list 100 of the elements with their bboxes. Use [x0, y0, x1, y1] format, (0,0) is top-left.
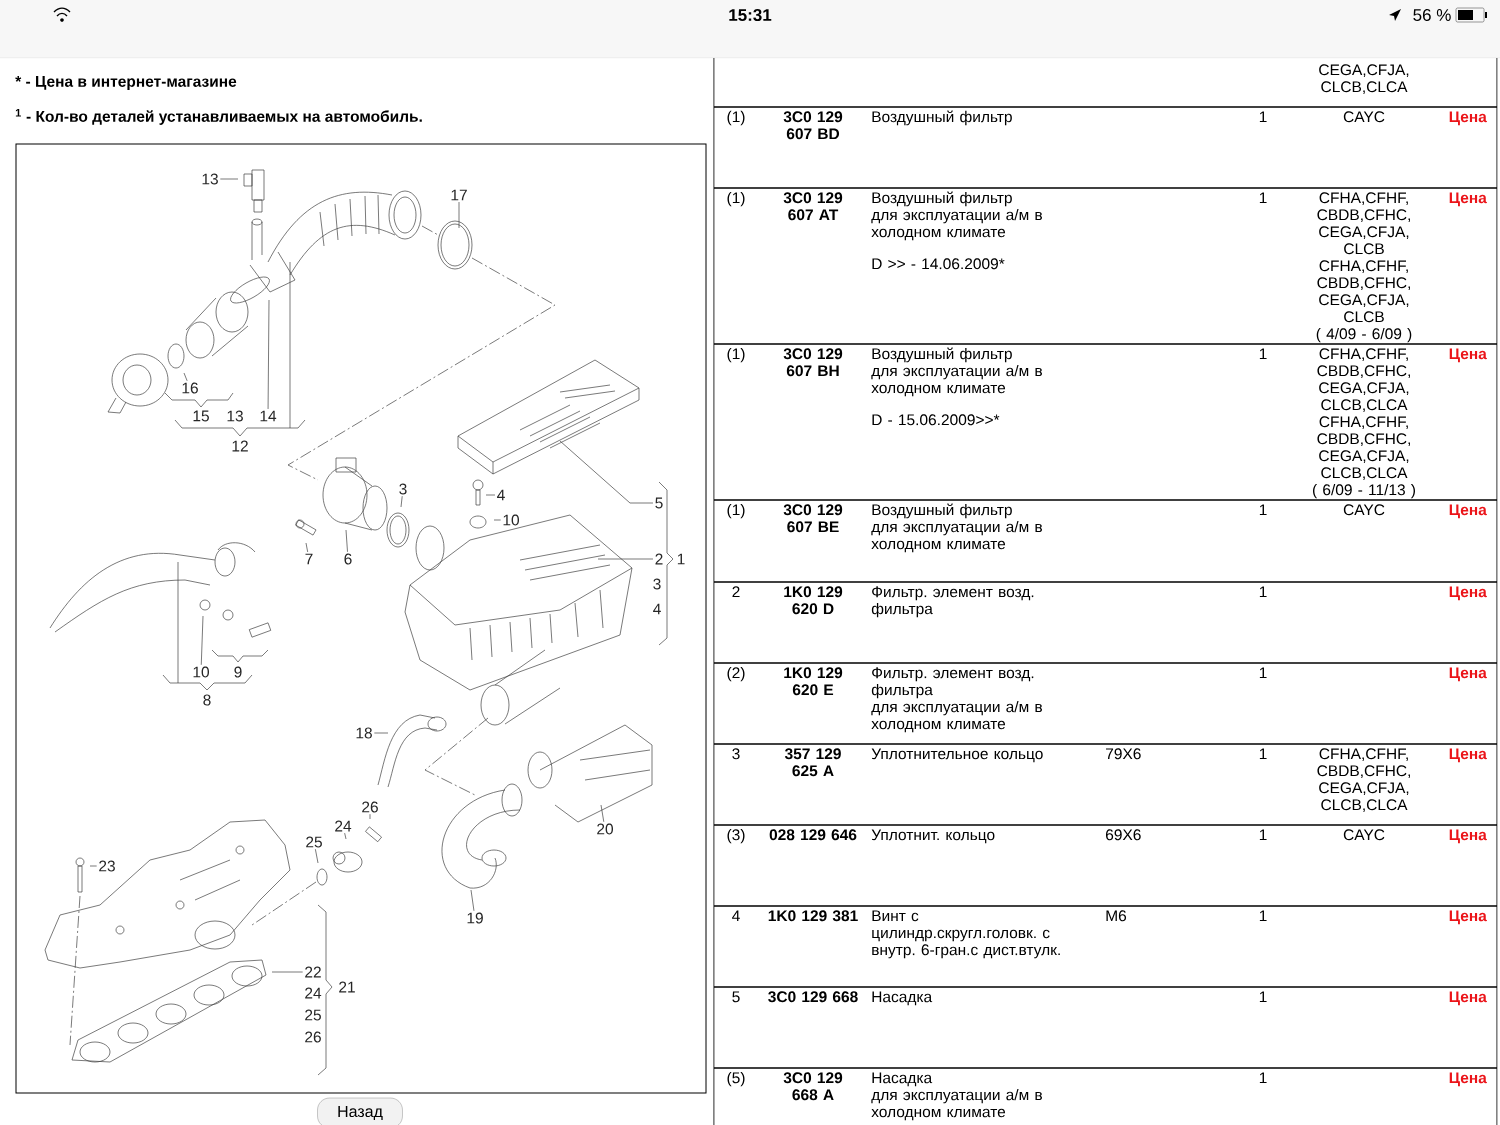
callout-number: 10	[503, 514, 519, 526]
part-description: для эксплуатации а/м в холодном климате	[871, 1088, 1042, 1121]
part-description: Уплотнительное кольцо	[871, 748, 1043, 763]
back-button: Назад	[317, 1097, 403, 1125]
callout-number: 26	[362, 801, 378, 813]
callout-number: 18	[356, 727, 372, 739]
leader-line	[493, 519, 502, 521]
part-description: Воздушный фильтр	[872, 191, 1012, 207]
callout-number: 16	[182, 382, 198, 394]
position-number: (1)	[727, 191, 745, 207]
engine-codes: CAYC	[1343, 111, 1385, 123]
position-number: 3	[732, 748, 740, 760]
quantity: 1	[1259, 348, 1267, 360]
part-description: D >> - 14.06.2009*	[872, 258, 1005, 270]
part-description: Насадка	[872, 991, 933, 1006]
price-link: Цена	[1449, 192, 1487, 207]
callout-number: 13	[202, 173, 218, 185]
callout-number: 21	[339, 981, 355, 993]
callout-number: 25	[306, 836, 322, 848]
leader-line	[219, 178, 239, 180]
leader-line	[345, 529, 348, 553]
quantity: 1	[1259, 829, 1267, 841]
price-link: Цена	[1449, 586, 1487, 601]
price-link: Цена	[1449, 1072, 1487, 1087]
price-link: Цена	[1449, 667, 1487, 682]
callout-number: 12	[232, 440, 248, 452]
leader-line	[271, 971, 304, 973]
leader-line	[200, 615, 204, 666]
quantity: 1	[1259, 667, 1267, 679]
part-description: Фильтр. элемент возд. фильтра	[871, 586, 1034, 618]
leader-line	[305, 542, 309, 553]
part-number: 3C0 129 607 BH	[783, 348, 843, 377]
part-description: для эксплуатации а/м в холодном климате	[871, 364, 1042, 397]
position-number: (3)	[727, 828, 745, 844]
position-number: 4	[732, 910, 740, 922]
price-link: Цена	[1449, 991, 1487, 1006]
position-number: 2	[732, 586, 740, 598]
quantity: 1	[1259, 192, 1267, 204]
engine-codes: CFHA,CFHF, CBDB,CFHC, CEGA,CFJA, CLCB,CLCA	[1317, 748, 1410, 813]
part-number: 3C0 129 607 AT	[783, 192, 843, 221]
part-number: 3C0 129 607 BE	[783, 504, 843, 533]
part-number: 1K0 129 620 E	[784, 667, 843, 696]
leader-line	[89, 865, 98, 867]
callout-number: 8	[203, 694, 211, 706]
position-number: (1)	[727, 110, 745, 126]
part-number: 1K0 129 381	[768, 910, 858, 922]
part-number: 3C0 129 607 BD	[783, 111, 843, 140]
part-description: для эксплуатации а/м в холодном климате	[871, 700, 1042, 733]
part-description: D - 15.06.2009>>*	[872, 414, 1000, 426]
leader-line	[597, 558, 654, 560]
part-number: 1K0 129 620 D	[784, 586, 843, 615]
price-link: Цена	[1449, 910, 1487, 925]
price-link: Цена	[1449, 348, 1487, 363]
callout-number: 10	[193, 666, 209, 678]
engine-codes: CAYC	[1343, 829, 1385, 841]
price-link: Цена	[1449, 111, 1487, 126]
callout-number: 24	[305, 987, 322, 999]
footnote: * - Цена в интернет-магазине	[15, 76, 237, 90]
leader-line	[600, 804, 605, 823]
leader-line	[344, 832, 347, 840]
callout-number: 3	[399, 483, 407, 495]
position-number: (1)	[727, 503, 745, 519]
price-link: Цена	[1449, 748, 1487, 763]
leader-line	[373, 732, 389, 734]
leader-line	[315, 848, 319, 864]
part-description: Воздушный фильтр	[872, 110, 1012, 126]
callout-number: 24	[335, 820, 352, 832]
callout-number: 15	[193, 410, 209, 422]
engine-codes: CEGA,CFJA, CLCB,CLCA	[1319, 64, 1409, 95]
callout-number: 13	[227, 410, 243, 422]
position-number: 5	[732, 991, 740, 1003]
engine-codes: CAYC	[1343, 504, 1385, 516]
quantity: 1	[1259, 748, 1267, 760]
leader-line	[369, 813, 371, 820]
callout-number: 9	[234, 666, 242, 678]
callout-number: 4	[497, 489, 505, 501]
battery-percent: 56 %	[1413, 9, 1451, 22]
callout-number: 22	[305, 966, 321, 978]
callout-number: 25	[305, 1009, 321, 1021]
quantity: 1	[1259, 991, 1267, 1003]
quantity: 1	[1259, 910, 1267, 922]
callout-number: 14	[260, 410, 277, 422]
leader-line	[183, 372, 188, 382]
callout-number: 4	[653, 603, 661, 615]
callout-number: 6	[344, 553, 352, 565]
callout-number: 19	[467, 912, 483, 924]
engine-codes: ( 6/09 - 11/13 )	[1313, 483, 1415, 499]
leader-line	[559, 440, 654, 504]
callout-number: 2	[655, 553, 663, 565]
part-description: для эксплуатации а/м в холодном климате	[871, 208, 1042, 241]
part-description: Уплотнит. кольцо	[871, 829, 995, 844]
part-description: Воздушный фильтр	[872, 347, 1012, 363]
quantity: 1	[1259, 586, 1267, 598]
part-number: 3C0 129 668	[768, 991, 858, 1003]
quantity: 1	[1259, 111, 1267, 123]
callout-number: 23	[99, 860, 115, 872]
part-size: M6	[1106, 910, 1127, 922]
quantity: 1	[1259, 504, 1267, 516]
position-number: (5)	[727, 1071, 745, 1087]
callout-number: 17	[451, 189, 467, 201]
